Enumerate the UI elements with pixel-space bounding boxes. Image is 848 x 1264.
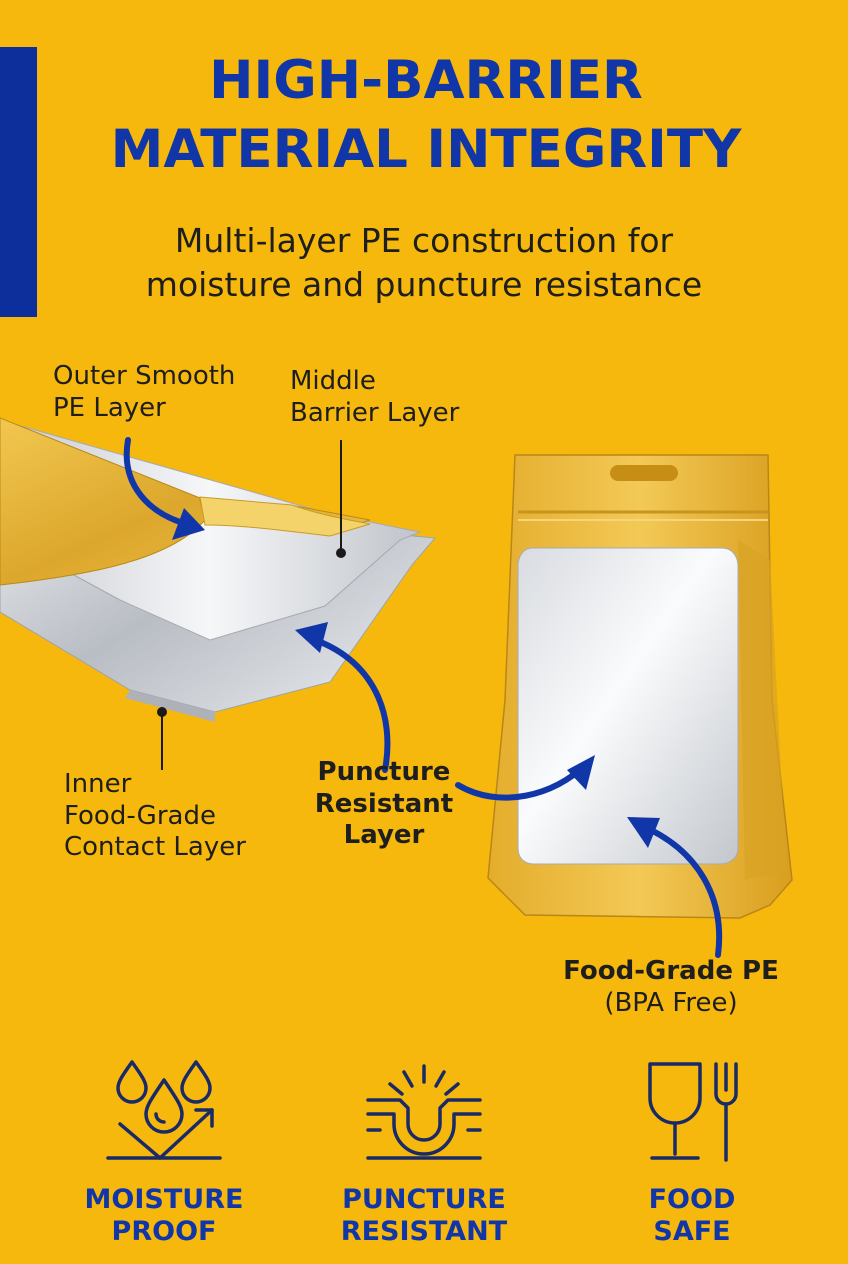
arrow-puncture-to-film [307,635,391,773]
headline-line-1: HIGH-BARRIER [209,50,643,111]
pouch-graphic [487,454,793,919]
arrow-heads [172,508,660,848]
arrow-outer [123,437,193,528]
water-drops-shield-icon [106,1060,222,1160]
label-inner-layer: Inner Food-Grade Contact Layer [64,769,246,863]
subheadline-line-2: moisture and puncture resistance [145,265,703,304]
puncture-impact-icon [366,1064,482,1160]
pouch-window [517,547,739,865]
accent-bar [0,47,37,317]
label-middle-layer: Middle Barrier Layer [290,366,460,428]
glass-fork-icon [648,1062,738,1162]
subheadline-line-1: Multi-layer PE construction for [174,221,674,260]
peeled-corner [199,496,371,537]
label-food-grade: Food-Grade PE (BPA Free) [563,956,779,1018]
feature-puncture-resistant: PUNCTURE RESISTANT [340,1184,508,1247]
label-outer-layer: Outer Smooth PE Layer [53,361,236,423]
arrow-food-grade [637,822,723,958]
feature-moisture-proof: MOISTURE PROOF [84,1184,244,1247]
feature-food-safe: FOOD SAFE [648,1184,736,1247]
label-puncture-layer: Puncture Resistant Layer [314,757,454,851]
layered-film-graphic [0,417,437,770]
headline-line-2: MATERIAL INTEGRITY [110,119,742,180]
